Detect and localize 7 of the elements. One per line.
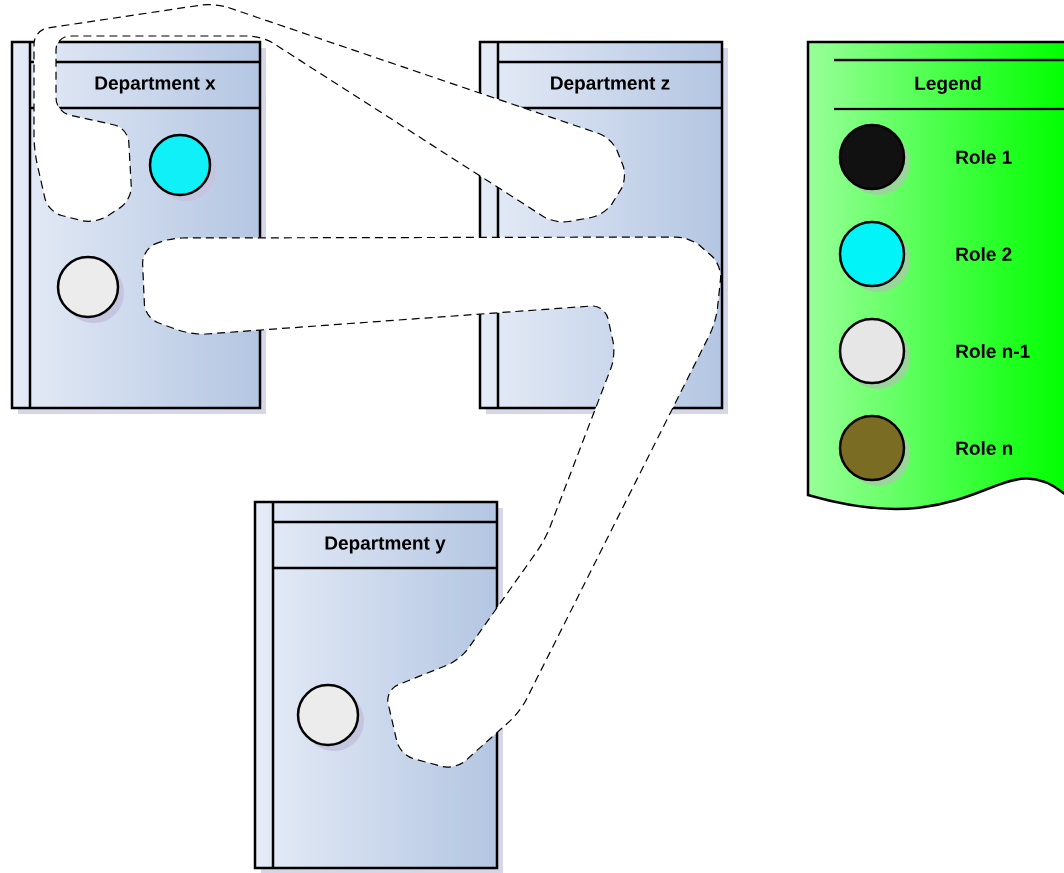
legend-label: Role 1 [956, 150, 1012, 164]
legend-label: Role n [956, 441, 1013, 455]
legend-label: Role n-1 [956, 344, 1030, 358]
role-circle [296, 683, 364, 751]
role-circle [56, 255, 124, 323]
legend-label: Role 2 [956, 247, 1012, 261]
role-circle [148, 133, 216, 201]
